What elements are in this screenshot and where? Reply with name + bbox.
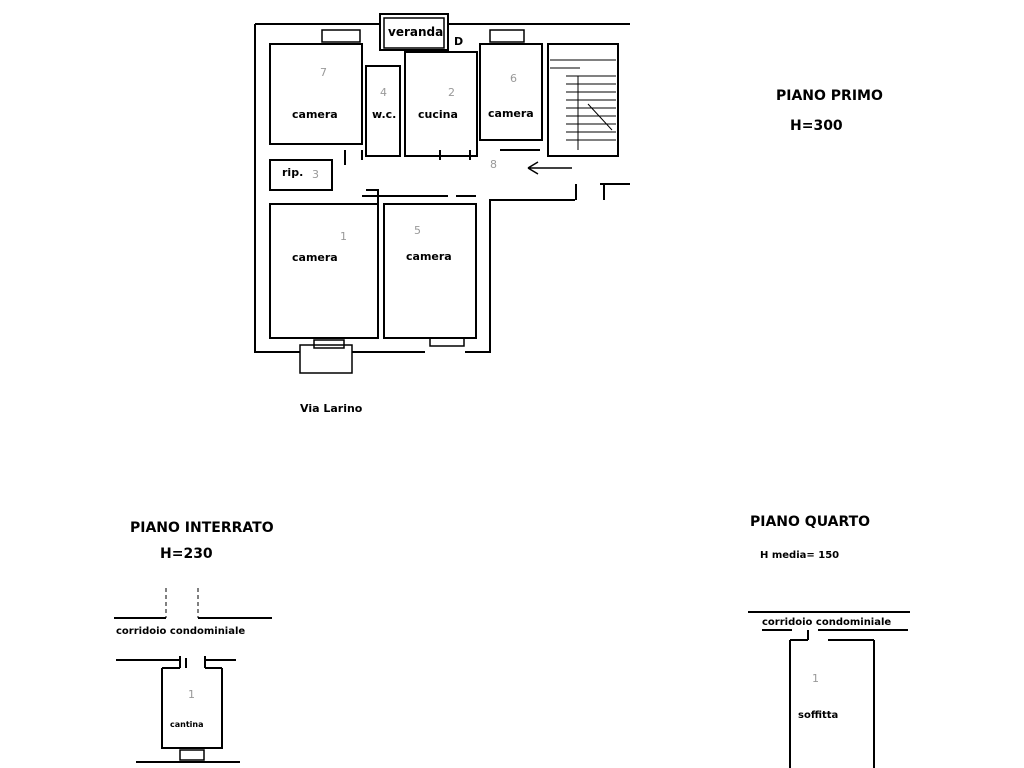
room-camera-top-right-walls	[479, 43, 543, 141]
room-cucina-walls	[404, 51, 478, 157]
room-number: 1	[340, 230, 347, 243]
label-veranda: veranda	[388, 25, 443, 39]
basement-height: H=230	[160, 546, 213, 562]
street-name: Via Larino	[300, 402, 363, 415]
label-veranda-mark: D	[454, 35, 463, 48]
room-camera-bottom-left-walls	[269, 203, 379, 339]
room-rip-walls	[269, 159, 333, 191]
room-camera-bottom-right-walls	[383, 203, 477, 339]
label-wc: w.c.	[372, 108, 396, 121]
room-number: 1	[812, 672, 819, 685]
label-soffitta: soffitta	[798, 710, 838, 721]
label-cantina: cantina	[170, 720, 204, 729]
stairwell	[547, 43, 619, 157]
label-rip: rip.	[282, 166, 303, 179]
first-floor-title: PIANO PRIMO	[776, 88, 883, 104]
room-wc-walls	[365, 65, 401, 157]
basement-corridor: corridoio condominiale	[116, 626, 245, 637]
first-floor-height: H=300	[790, 118, 843, 134]
veranda-box	[379, 13, 449, 51]
room-number: 1	[188, 688, 195, 701]
outer-wall	[254, 23, 630, 353]
room-camera-top-left-walls	[269, 43, 363, 145]
room-number: 8	[490, 158, 497, 171]
fourth-floor-plan	[748, 611, 910, 768]
room-number: 3	[312, 168, 319, 181]
fourth-floor-title: PIANO QUARTO	[750, 514, 870, 530]
first-floor-plan	[254, 13, 630, 374]
room-number: 2	[448, 86, 455, 99]
basement-title: PIANO INTERRATO	[130, 520, 274, 536]
room-number: 4	[380, 86, 387, 99]
room-number: 6	[510, 72, 517, 85]
room-number: 7	[320, 66, 327, 79]
room-number: 5	[414, 224, 421, 237]
label-camera-top-left: camera	[292, 108, 338, 121]
fourth-floor-corridor: corridoio condominiale	[762, 617, 891, 628]
label-camera-bottom-left: camera	[292, 251, 338, 264]
label-cucina: cucina	[418, 108, 458, 121]
label-camera-top-right: camera	[488, 107, 534, 120]
label-camera-bottom-right: camera	[406, 250, 452, 263]
fourth-floor-height: H media= 150	[760, 550, 839, 561]
basement-plan	[114, 588, 272, 763]
